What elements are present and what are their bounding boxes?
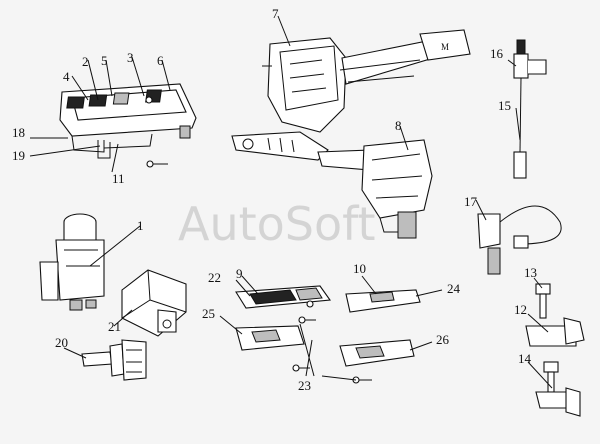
- watermark-text: AutoSoft: [178, 197, 376, 251]
- callout-labels: 1 2 3 4 5 6 7 8 9 10 11 12 13 14 15 16 1…: [12, 6, 537, 393]
- wiper-combination-switch: M: [262, 29, 471, 133]
- callout-label: 1: [137, 218, 144, 233]
- callout-label: 7: [272, 6, 279, 21]
- light-combination-switch: [231, 131, 433, 239]
- callout-label: 24: [447, 281, 461, 296]
- callout-label: 23: [298, 378, 311, 393]
- sensor-with-cable: [477, 205, 562, 275]
- callout-label: 5: [101, 53, 108, 68]
- pressure-sensor: [513, 39, 547, 179]
- leader-lines: [29, 15, 553, 389]
- relay-bracket: [121, 269, 187, 337]
- callout-label: 17: [464, 194, 478, 209]
- callout-label: 6: [157, 53, 164, 68]
- callout-label: 13: [524, 265, 537, 280]
- bolts-and-brackets: [525, 283, 585, 417]
- callout-label: 22: [208, 270, 221, 285]
- callout-label: 14: [518, 351, 532, 366]
- callout-label: 11: [112, 171, 125, 186]
- callout-label: 9: [236, 266, 243, 281]
- window-switch-group: [235, 285, 421, 384]
- ignition-switch: [39, 213, 105, 311]
- callout-label: 16: [490, 46, 504, 61]
- svg-text:M: M: [441, 42, 449, 52]
- screw-11: [146, 160, 168, 168]
- callout-label: 15: [498, 98, 511, 113]
- callout-label: 12: [514, 302, 527, 317]
- callout-label: 10: [353, 261, 366, 276]
- callout-label: 18: [12, 125, 25, 140]
- callout-label: 26: [436, 332, 450, 347]
- callout-label: 20: [55, 335, 68, 350]
- callout-label: 2: [82, 54, 89, 69]
- callout-label: 19: [12, 148, 25, 163]
- callout-label: 8: [395, 118, 402, 133]
- callout-label: 4: [63, 69, 70, 84]
- callout-label: 25: [202, 306, 215, 321]
- brake-light-switch: [81, 339, 147, 381]
- callout-label: 21: [108, 319, 121, 334]
- switch-panel: [59, 83, 197, 159]
- callout-label: 3: [127, 50, 134, 65]
